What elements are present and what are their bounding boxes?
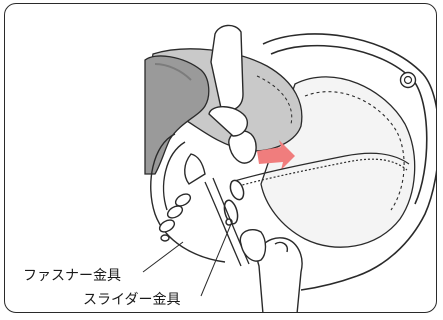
ear-cup [150,133,226,263]
fastener-hardware [158,193,192,242]
callout-leader-lines [142,223,232,297]
illustration-frame: ファスナー金具 スライダー金具 [4,3,437,313]
visor-pivot-icon [399,71,417,89]
helmet-liner-diagram [142,24,436,312]
left-hand [208,24,257,164]
fastener-label: ファスナー金具 [22,268,122,284]
slider-hardware [223,179,245,226]
slider-label: スライダー金具 [82,292,182,308]
right-hand [239,228,303,312]
direction-arrow-icon [257,140,295,170]
left-glove [144,55,210,175]
zipper-track [230,152,410,189]
